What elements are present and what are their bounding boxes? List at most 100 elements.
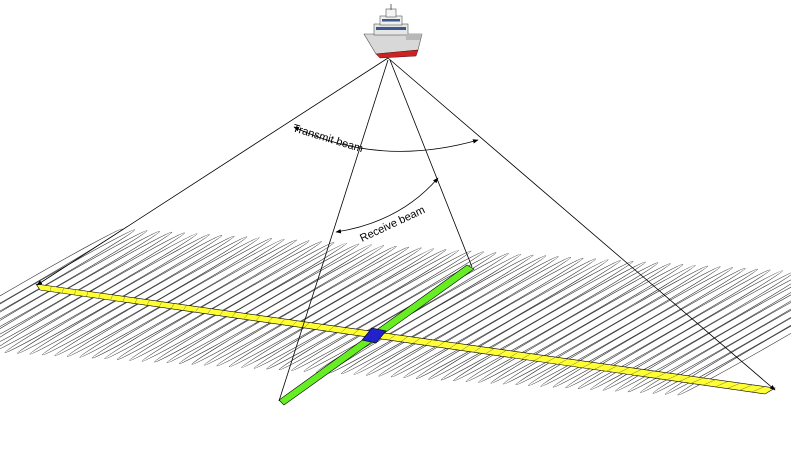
swath-hatch-line — [678, 375, 692, 383]
swath-hatch-line — [170, 302, 175, 310]
beam-footprint — [129, 242, 335, 361]
beam-footprint — [154, 243, 360, 363]
swath-hatch-line — [545, 356, 557, 363]
swath-hatch-line — [521, 353, 532, 360]
swath-hatch-line — [460, 344, 471, 351]
beam-footprint — [465, 263, 671, 382]
beam-footprint — [627, 273, 791, 393]
beam-footprint — [66, 238, 273, 357]
beam-footprint — [278, 251, 484, 371]
swath-hatch-line — [436, 341, 446, 348]
swath-hatch-line — [666, 373, 680, 381]
swath-hatch-line — [424, 339, 434, 346]
swath-hatch-line — [122, 296, 126, 303]
beam-footprint — [390, 258, 596, 378]
swath-hatch-line — [182, 304, 187, 311]
swath-hatch-line — [605, 365, 618, 372]
beam-footprint — [490, 264, 696, 384]
swath-hatch-line — [702, 379, 717, 386]
beam-footprint — [266, 250, 472, 370]
beam-footprint — [378, 257, 584, 377]
beam-footprint — [191, 245, 397, 365]
swath-hatch-line — [315, 323, 323, 331]
beam-footprint — [428, 260, 634, 380]
swath-hatch-line — [654, 372, 668, 379]
swath-hatch-line — [194, 306, 200, 313]
swath-hatch-line — [243, 313, 249, 320]
swath-hatch-line — [593, 363, 606, 370]
transmit-beam-edges — [36, 57, 776, 391]
swath-hatch-line — [267, 316, 274, 324]
beam-footprint — [453, 262, 659, 382]
swath-hatch-line — [231, 311, 237, 318]
beam-footprint — [415, 260, 621, 379]
beam-footprint — [478, 264, 684, 383]
swath-hatch-line — [412, 337, 421, 344]
swath-hatch-line — [533, 354, 545, 362]
beam-intersection-cell — [361, 327, 387, 344]
beam-footprint — [241, 249, 447, 368]
beam-footprint — [515, 266, 721, 386]
swath-hatch-line — [484, 347, 495, 355]
beam-footprint — [577, 270, 783, 390]
swath-hatch-line — [472, 346, 483, 353]
transmit-swath — [35, 283, 776, 395]
beam-footprint — [403, 259, 609, 379]
receive-beam-edges — [278, 59, 473, 402]
swath-hatch-line — [255, 315, 261, 322]
swath-hatch-line — [146, 299, 150, 306]
beam-footprint — [640, 274, 791, 393]
swath-hatch-line — [630, 368, 643, 376]
transmit-beam-angle-arc — [293, 126, 479, 152]
swath-hatch-line — [303, 321, 311, 329]
swath-hatch-line — [448, 342, 458, 350]
beam-footprint — [677, 276, 791, 396]
beam-footprint — [253, 249, 459, 369]
swath-hatch-line — [497, 349, 508, 357]
beam-footprint — [652, 275, 791, 394]
beam-footprint — [116, 241, 322, 360]
swath-hatch-line — [726, 382, 742, 389]
beam-footprint — [503, 265, 709, 385]
beam-footprint — [565, 269, 771, 389]
transmit-swath-hatching — [49, 285, 766, 393]
swath-hatch-line — [291, 320, 298, 327]
swath-hatch-line — [219, 309, 224, 317]
swath-hatch-line — [110, 294, 114, 301]
beam-footprint — [91, 239, 297, 359]
beam-footprint — [54, 237, 260, 357]
beam-footprint — [179, 245, 385, 364]
beam-footprint — [365, 256, 572, 376]
beam-footprint — [664, 275, 791, 395]
beam-footprint — [353, 256, 559, 375]
beam-footprint — [42, 236, 248, 356]
beam-footprint — [216, 247, 422, 367]
beam-footprint — [104, 240, 310, 360]
beam-footprint — [590, 271, 791, 390]
swath-hatch-line — [617, 367, 631, 374]
swath-hatch-line — [400, 335, 409, 343]
swath-hatch-line — [74, 289, 77, 296]
swath-hatch-line — [569, 360, 581, 367]
beam-footprint — [552, 268, 758, 388]
swath-hatch-line — [279, 318, 286, 325]
swath-hatch-line — [388, 334, 397, 341]
swath-hatch-line — [509, 351, 520, 358]
beam-footprint — [540, 267, 746, 387]
swath-hatch-line — [750, 386, 766, 393]
swath-hatch-line — [714, 380, 729, 388]
swath-hatch-line — [98, 292, 101, 299]
swath-hatch-line — [557, 358, 569, 365]
swath-hatch-line — [134, 297, 138, 304]
swath-hatch-line — [86, 290, 89, 297]
beam-footprint — [341, 255, 547, 375]
swath-hatch-line — [62, 287, 64, 294]
transmit-beam-label: Transmit beam — [291, 122, 364, 155]
beam-footprint — [79, 238, 285, 358]
swath-hatch-line — [158, 301, 163, 308]
swath-hatch-line — [642, 370, 655, 377]
beam-footprint — [0, 229, 136, 349]
beam-footprint — [316, 253, 522, 373]
beam-footprint — [291, 252, 497, 371]
beam-footprint — [0, 228, 123, 348]
